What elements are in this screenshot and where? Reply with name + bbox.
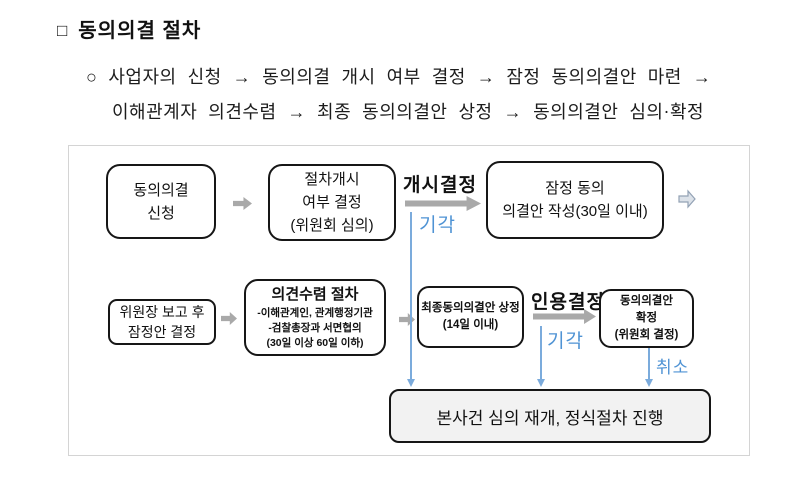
opinion-box-detail: -이해관계인, 관계행정기관 -검찰총장과 서면협의 (30일 이상 60일 이…: [257, 307, 373, 349]
cancel-label: 취소: [656, 358, 690, 377]
open-decision-arrow-icon: [405, 196, 481, 211]
square-bullet-icon: □: [57, 21, 69, 40]
flow-box-procedure-open: 절차개시 여부 결정 (위원회 심의): [268, 164, 396, 241]
page-title: □ 동의의결 절차: [57, 14, 201, 43]
page-title-text: 동의의결 절차: [78, 20, 202, 42]
reject-label-2: 기각: [547, 331, 584, 352]
flow-box-confirm: 동의의결안 확정 (위원회 결정): [599, 289, 694, 348]
flow-box-final-submit: 최종동의의결안 상정 (14일 이내): [417, 286, 524, 348]
cancel-arrowhead-icon: [644, 379, 653, 387]
flow-arrow-icon: [399, 313, 415, 326]
flowchart-frame: 동의의결 신청 절차개시 여부 결정 (위원회 심의) 개시결정 기각 잠정 동…: [68, 145, 750, 456]
flow-box-apply: 동의의결 신청: [106, 164, 216, 239]
reject1-arrowhead-icon: [406, 379, 415, 387]
opinion-box-title: 의견수렴 절차: [271, 286, 359, 303]
reject-label-1: 기각: [419, 215, 456, 236]
flow-box-resume: 본사건 심의 재개, 정식절차 진행: [389, 389, 711, 443]
flow-box-draft: 잠정 동의 의결안 작성(30일 이내): [486, 161, 664, 239]
open-decision-label: 개시결정: [403, 175, 477, 196]
accept-decision-label: 인용결정: [531, 292, 605, 313]
summary-line-2: 이해관계자 의견수렴 → 최종 동의의결안 상정 → 동의의결안 심의·확정: [112, 102, 705, 122]
reject2-connector-line: [540, 326, 542, 379]
procedure-summary: ○ 사업자의 신청 → 동의의결 개시 여부 결정 → 잠정 동의의결안 마련 …: [86, 60, 786, 130]
flow-box-opinion: 의견수렴 절차 -이해관계인, 관계행정기관 -검찰총장과 서면협의 (30일 …: [244, 279, 386, 356]
summary-line-1: ○ 사업자의 신청 → 동의의결 개시 여부 결정 → 잠정 동의의결안 마련 …: [86, 67, 712, 87]
reject2-arrowhead-icon: [536, 379, 545, 387]
wrap-arrow-icon: [678, 189, 696, 209]
flow-arrow-icon: [233, 197, 252, 210]
reject1-connector-line: [410, 212, 412, 379]
cancel-connector-line: [648, 348, 650, 379]
flow-box-chair-report: 위원장 보고 후 잠정안 결정: [108, 299, 216, 345]
flow-arrow-icon: [221, 312, 237, 325]
